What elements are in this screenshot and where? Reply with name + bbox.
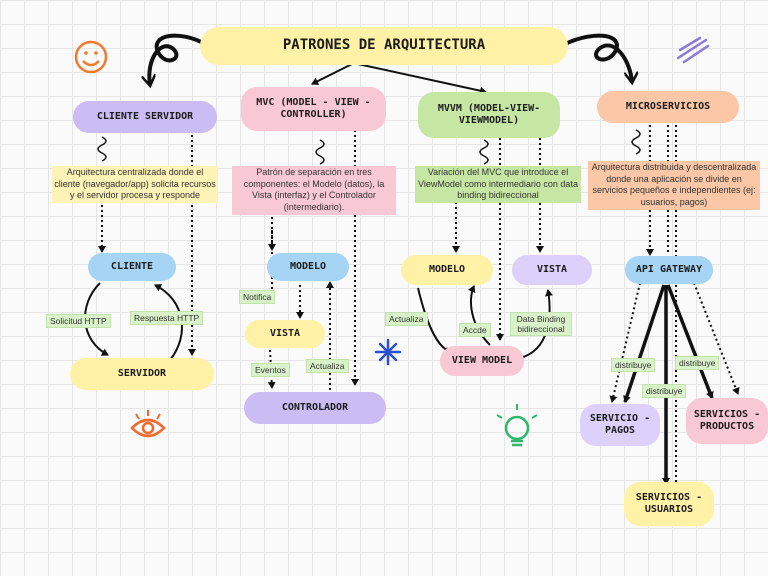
scribble-icon (676, 36, 710, 64)
node-servicios-productos: SERVICIOS - PRODUCTOS (686, 398, 768, 444)
edge-label-accede: Accde (459, 323, 491, 338)
edge-label-respuesta: Respuesta HTTP (130, 311, 204, 326)
node-modelo-mvvm: MODELO (401, 255, 493, 285)
header-cliente-servidor: CLIENTE SERVIDOR (73, 101, 217, 133)
squiggle-icon (97, 136, 107, 162)
node-controlador: CONTROLADOR (244, 392, 386, 424)
header-microservicios: MICROSERVICIOS (597, 91, 739, 123)
edge-label-eventos: Eventos (251, 363, 290, 378)
edge-label-data-binding: Data Binding bidireccional (510, 312, 572, 337)
squiggle-icon (479, 139, 489, 165)
arrow-title-to-mvvm (357, 63, 487, 95)
edge-label-notifica: Notifica (239, 290, 276, 305)
edge-label-distribuye-1: distribuye (611, 358, 656, 373)
header-mvvm: MVVM (MODEL-VIEW-VIEWMODEL) (418, 92, 560, 138)
node-cliente: CLIENTE (88, 253, 176, 281)
node-vista-mvc: VISTA (245, 320, 325, 348)
node-modelo-mvc: MODELO (267, 253, 349, 281)
sparkle-icon (374, 338, 402, 366)
eye-icon (130, 410, 166, 438)
lightbulb-icon (496, 404, 538, 447)
edge-label-solicitud: Solicitud HTTP (46, 314, 111, 329)
edge-label-actualiza-mvc: Actualiza (306, 359, 349, 374)
node-servidor: SERVIDOR (70, 358, 214, 390)
edge-label-actualiza-mvvm: Actualiza (385, 312, 428, 327)
node-viewmodel: VIEW MODEL (440, 346, 524, 376)
description-mvc: Patrón de separación en tres componentes… (232, 166, 396, 215)
squiggle-icon (315, 139, 325, 165)
node-servicios-usuarios: SERVICIOS - USUARIOS (624, 482, 714, 526)
header-mvc: MVC (MODEL - VIEW - CONTROLLER) (241, 87, 386, 131)
description-mvvm: Variación del MVC que introduce el ViewM… (415, 166, 581, 204)
edge-label-distribuye-2: distribuye (675, 356, 720, 371)
arrow-title-to-mvc (311, 63, 353, 85)
squiggle-icon (631, 129, 641, 155)
description-cliente-servidor: Arquitectura centralizada donde el clien… (52, 166, 218, 204)
smiley-icon (74, 40, 108, 74)
node-vista-mvvm: VISTA (512, 255, 592, 285)
edge-label-distribuye-3: distribuye (642, 384, 687, 399)
page-title: PATRONES DE ARQUITECTURA (200, 27, 568, 65)
arrow-title-to-cliente (149, 33, 206, 85)
description-microservicios: Arquitectura distribuida y descentraliza… (588, 161, 760, 210)
node-api-gateway: API GATEWAY (625, 256, 713, 284)
node-servicio-pagos: SERVICIO - PAGOS (580, 404, 660, 446)
arrow-title-to-micro (564, 33, 632, 82)
